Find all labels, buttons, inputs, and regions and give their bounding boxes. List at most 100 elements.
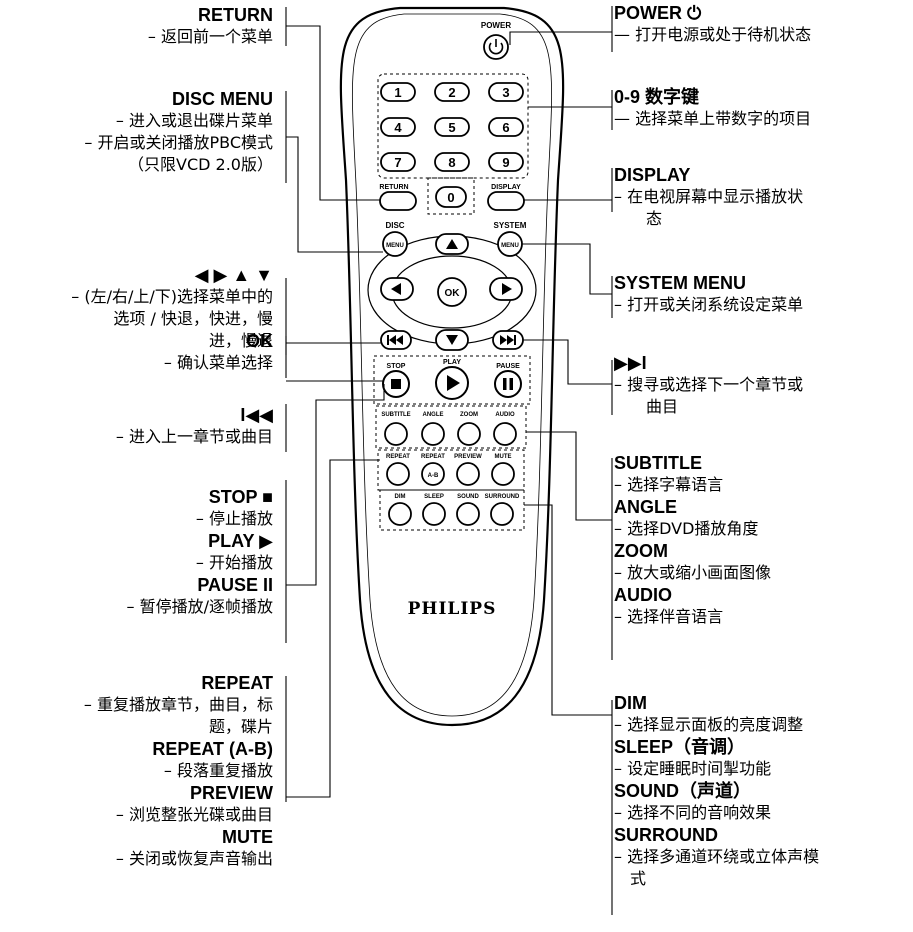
remote-body — [339, 6, 565, 727]
digit-key-1[interactable] — [380, 82, 416, 102]
repeat-button-label: REPEAT — [386, 454, 410, 460]
repeat-button[interactable] — [386, 462, 410, 486]
display-description: DISPLAY – 在电视屏幕中显示播放状 态 — [614, 164, 803, 230]
preview-button[interactable] — [456, 462, 480, 486]
digit-key-2[interactable] — [434, 82, 470, 102]
ok-button[interactable] — [437, 277, 467, 307]
digit-key-6[interactable] — [488, 117, 524, 137]
previous-icon — [387, 335, 403, 345]
surround-button[interactable] — [490, 502, 514, 526]
dim-button[interactable] — [388, 502, 412, 526]
next-line-1: – 搜寻或选择下一个章节或 — [614, 375, 804, 394]
repeat-button-label: REPEAT — [421, 454, 445, 460]
sound-button[interactable] — [456, 502, 480, 526]
preview-line-1: – 浏览整张光碟或曲目 — [115, 805, 273, 824]
angle-title: ANGLE — [614, 497, 677, 517]
digit-key-9[interactable] — [488, 152, 524, 172]
digit-key-label: 7 — [394, 155, 401, 170]
disc-menu-button-text: MENU — [386, 243, 404, 249]
power-icon — [488, 39, 504, 55]
digits-line-1: — 选择菜单上带数字的项目 — [614, 109, 812, 128]
digit-key-5[interactable] — [434, 117, 470, 137]
return-button-label: RETURN — [379, 184, 408, 191]
sleep-button[interactable] — [422, 502, 446, 526]
up-arrow-icon — [446, 239, 458, 249]
pause-icon — [503, 378, 513, 390]
disc-menu-line-1: – 进入或退出碟片菜单 — [115, 111, 273, 130]
arrows-line-2: 选项 / 快退，快进，慢 — [113, 309, 273, 328]
display-button[interactable] — [487, 191, 525, 211]
digit-key-3[interactable] — [488, 82, 524, 102]
arrows-description: ◀ ▶ ▲ ▼ – (左/右/上/下)选择菜单中的 选项 / 快退，快进，慢 进… — [71, 264, 273, 352]
sleep-title: SLEEP（音调） — [614, 737, 746, 757]
return-button[interactable] — [379, 191, 417, 211]
audio-title: AUDIO — [614, 585, 672, 605]
surround-title: SURROUND — [614, 825, 719, 845]
digit-key-4[interactable] — [380, 117, 416, 137]
previous-title: I◀◀ — [240, 405, 273, 425]
digit-key-7[interactable] — [380, 152, 416, 172]
next-icon — [500, 335, 516, 345]
pause-line-1: – 暂停播放/逐帧播放 — [126, 597, 273, 616]
digit-key-label: 3 — [502, 85, 509, 100]
display-line-2: 态 — [646, 209, 663, 228]
stop-title: STOP ■ — [208, 487, 273, 507]
ok-button-text: OK — [445, 288, 461, 299]
transport-group — [373, 355, 531, 405]
sleep-button-label: SLEEP — [424, 494, 444, 500]
row3-description: DIM – 选择显示面板的亮度调整 SLEEP（音调） – 设定睡眠时间掣功能 … — [614, 692, 819, 890]
system-menu-description: SYSTEM MENU – 打开或关闭系统设定菜单 — [614, 272, 803, 316]
return-description: RETURN – 返回前一个菜单 — [148, 4, 273, 48]
play-title: PLAY ▶ — [208, 531, 273, 551]
ok-description: OK – 确认菜单选择 — [164, 330, 273, 374]
digit-key-label: 8 — [448, 155, 455, 170]
disc-menu-description: DISC MENU – 进入或退出碟片菜单 – 开启或关闭播放PBC模式 （只限… — [84, 88, 273, 176]
previous-description: I◀◀ – 进入上一章节或曲目 — [116, 404, 273, 448]
pause-button-label: PAUSE — [496, 363, 520, 370]
repeat-ab-title: REPEAT (A-B) — [152, 739, 273, 759]
stop-button-label: STOP — [387, 363, 406, 370]
repeat-ab-button-text: A-B — [428, 473, 439, 479]
zero-key-group — [427, 177, 475, 215]
angle-button[interactable] — [421, 422, 445, 446]
power-title: POWER ⏻ — [614, 3, 702, 23]
surround-button-label: SURROUND — [485, 494, 520, 500]
angle-button-label: ANGLE — [423, 412, 444, 418]
subtitle-button[interactable] — [384, 422, 408, 446]
stop-icon — [391, 379, 401, 389]
function-row-description: SUBTITLE – 选择字幕语言 ANGLE – 选择DVD播放角度 ZOOM… — [614, 452, 771, 628]
power-button-label: POWER — [481, 21, 511, 30]
disc-menu-line-3: （只限VCD 2.0版） — [128, 155, 273, 174]
digit-key-8[interactable] — [434, 152, 470, 172]
arrows-line-3: 进，慢退 — [208, 331, 273, 350]
disc-menu-button[interactable] — [382, 231, 408, 257]
disc-menu-line-2: – 开启或关闭播放PBC模式 — [84, 133, 273, 152]
system-menu-button-label: SYSTEM — [494, 221, 527, 230]
subtitle-title: SUBTITLE — [614, 453, 702, 473]
digit-key-label: 5 — [448, 120, 455, 135]
sound-line-1: – 选择不同的音响效果 — [614, 803, 772, 822]
audio-line-1: – 选择伴音语言 — [614, 607, 724, 626]
pause-button[interactable] — [494, 370, 522, 398]
dim-button-label: DIM — [395, 494, 406, 500]
return-title: RETURN — [198, 5, 273, 25]
zoom-button[interactable] — [457, 422, 481, 446]
next-line-2: 曲目 — [646, 397, 679, 416]
ok-line-1: – 确认菜单选择 — [163, 353, 273, 372]
repeat-line-1: – 重复播放章节，曲目，标 — [83, 695, 273, 714]
digits-title: 0-9 数字键 — [614, 87, 700, 107]
display-button-label: DISPLAY — [491, 184, 521, 191]
audio-button-label: AUDIO — [495, 412, 515, 418]
audio-button[interactable] — [493, 422, 517, 446]
mute-button[interactable] — [491, 462, 515, 486]
arrows-title: ◀ ▶ ▲ ▼ — [194, 265, 273, 285]
function-row-3-group — [379, 489, 525, 531]
repeat-button[interactable] — [421, 462, 445, 486]
digit-key-label: 1 — [394, 85, 401, 100]
pause-title: PAUSE II — [197, 575, 273, 595]
left-arrow-icon — [391, 283, 401, 295]
digit-key-0[interactable] — [435, 186, 467, 208]
play-button-label: PLAY — [443, 359, 461, 366]
dim-line-1: – 选择显示面板的亮度调整 — [614, 715, 804, 734]
